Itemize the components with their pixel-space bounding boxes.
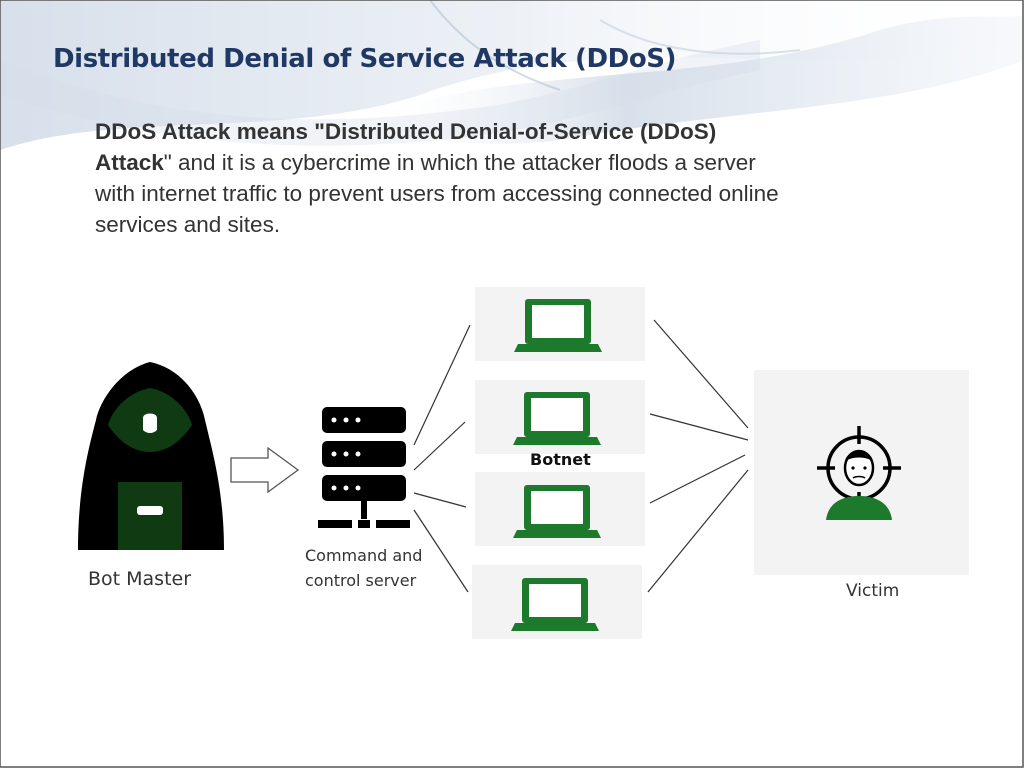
laptop-icon (513, 392, 601, 445)
victim-label: Victim (846, 581, 900, 601)
hooded-hacker-icon (78, 362, 224, 550)
server-icon (318, 407, 410, 528)
cnc-label-line1: Command and (305, 546, 423, 565)
botnet-label: Botnet (530, 450, 591, 469)
laptop-icon (513, 485, 601, 538)
target-person-icon (817, 426, 901, 520)
arrow-right-icon (230, 446, 300, 494)
slide-title: Distributed Denial of Service Attack (DD… (53, 44, 677, 74)
intro-bold-text: DDoS Attack means "Distributed Denial-of… (95, 119, 717, 175)
botnet-group (472, 287, 645, 639)
cnc-server-label: Command and control server (305, 543, 445, 593)
botnet-to-victim-lines (647, 319, 749, 593)
intro-paragraph: DDoS Attack means "Distributed Denial-of… (95, 116, 795, 240)
laptop-icon (514, 299, 602, 352)
server-to-botnet-lines (413, 324, 471, 593)
intro-text: " and it is a cybercrime in which the at… (95, 150, 779, 237)
cnc-label-line2: control server (305, 571, 417, 590)
bot-master-label: Bot Master (88, 568, 192, 590)
laptop-icon (511, 578, 599, 631)
